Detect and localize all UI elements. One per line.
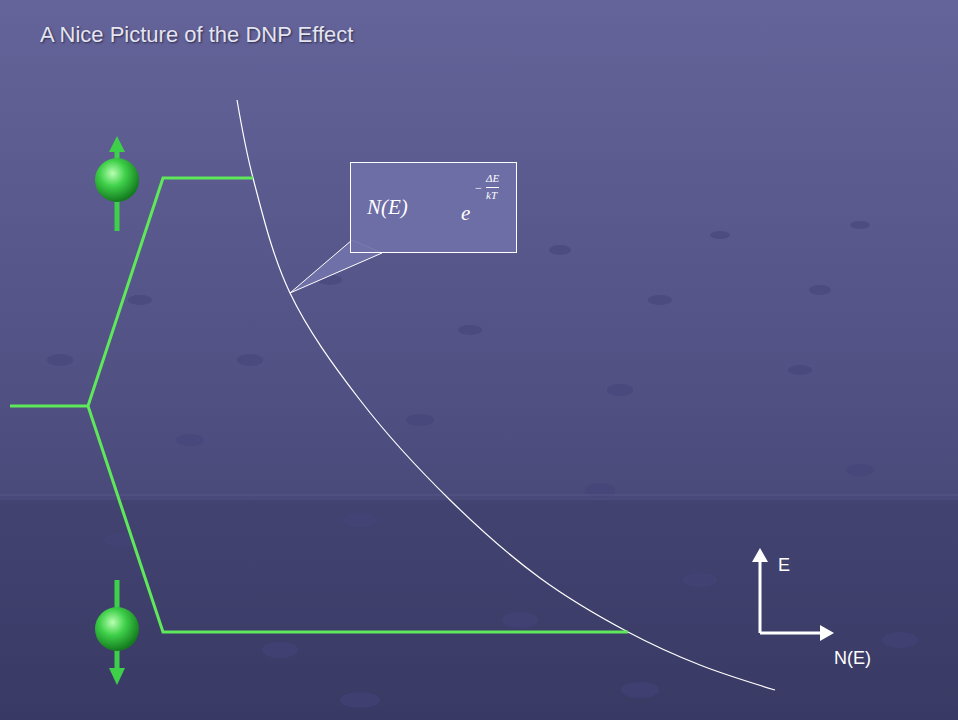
spin-up	[95, 136, 139, 231]
floor-dots	[47, 221, 918, 708]
dot	[458, 325, 482, 335]
axes	[760, 560, 822, 633]
axis-label: N(E)	[834, 648, 871, 669]
dot	[47, 354, 73, 366]
dot	[549, 245, 571, 255]
boltzmann-curve	[237, 100, 775, 690]
fraction-bar	[486, 187, 499, 188]
formula-callout: N(E) e−ΔE kT	[350, 162, 517, 253]
dot	[710, 231, 730, 239]
dot	[344, 513, 376, 527]
dot	[850, 221, 870, 229]
dot	[406, 414, 434, 426]
horizon-line	[0, 495, 958, 496]
floor-band	[0, 500, 958, 720]
dot	[340, 692, 380, 708]
dot	[128, 295, 152, 305]
formula-base: e	[461, 203, 470, 224]
dot	[237, 354, 263, 366]
arrow-head	[109, 668, 125, 685]
dot	[809, 285, 831, 295]
dot	[648, 295, 672, 305]
spin-down	[95, 580, 139, 685]
axis-label: E	[778, 555, 790, 576]
dot	[607, 384, 633, 396]
dot	[882, 632, 918, 648]
arrow-head	[109, 136, 125, 152]
dot	[176, 434, 204, 446]
dot	[683, 573, 717, 587]
slide-title: A Nice Picture of the DNP Effect	[40, 22, 353, 48]
dot	[502, 612, 538, 628]
dot	[846, 464, 874, 476]
exponent-numerator: ΔE	[486, 173, 499, 184]
exponent-sign: −	[475, 182, 482, 194]
dot	[262, 642, 298, 658]
dot	[621, 682, 659, 698]
electron-sphere	[95, 607, 139, 651]
energy-levels	[10, 178, 628, 632]
dot	[788, 365, 812, 375]
formula-term: N(E)	[367, 197, 408, 218]
axis-heads	[752, 548, 834, 641]
exponent-denominator: kT	[486, 190, 497, 201]
electron-sphere	[95, 158, 139, 202]
